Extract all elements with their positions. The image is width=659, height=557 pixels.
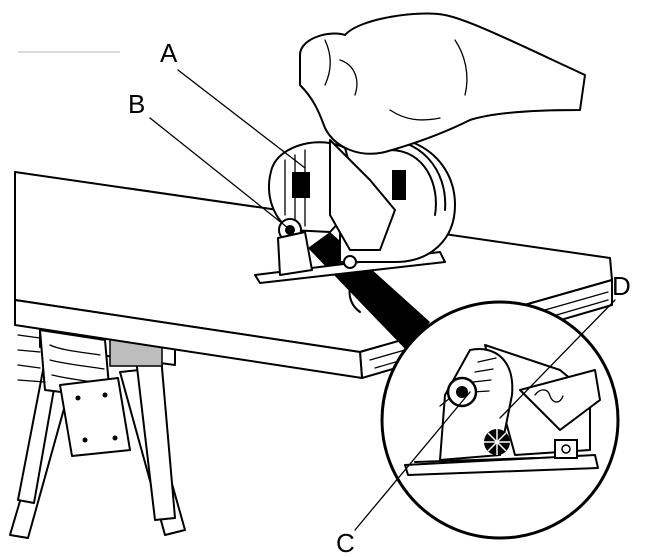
callout-label-a: A <box>160 38 178 68</box>
circular-saw <box>254 136 456 313</box>
leader-d <box>499 299 616 419</box>
leader-a <box>177 69 306 169</box>
callout-label-c: C <box>336 528 355 557</box>
callout-label-b: B <box>128 89 145 119</box>
sawhorse <box>9 319 186 539</box>
detail-inset <box>380 300 620 540</box>
hand <box>299 12 586 155</box>
leader-b <box>149 117 289 229</box>
leader-c <box>354 391 471 531</box>
zoom-beam <box>308 232 430 352</box>
leader-lines <box>149 69 616 531</box>
callout-label-d: D <box>612 271 631 301</box>
